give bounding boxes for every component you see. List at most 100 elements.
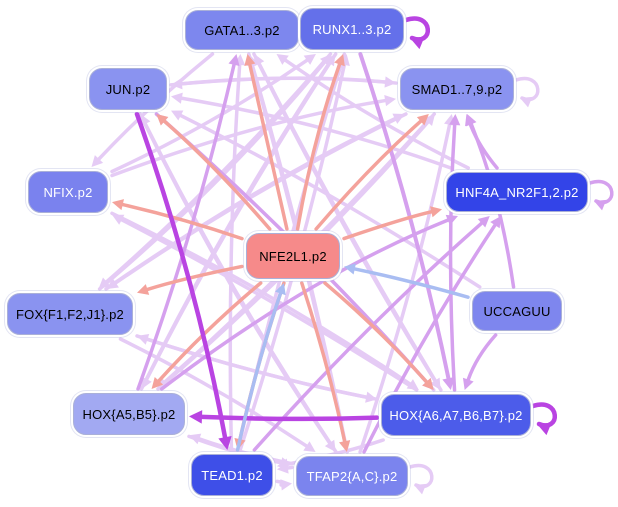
edge-nfe2l1-smad	[314, 119, 423, 231]
edge-hnf4a-jun	[180, 96, 453, 170]
edge-nfe2l1-tfap2	[300, 281, 347, 443]
node-fox[interactable]: FOX{F1,F2,J1}.p2	[7, 293, 133, 335]
node-tfap2[interactable]: TFAP2{A,C}.p2	[296, 456, 408, 496]
edge-tfap2-hnf4a	[362, 223, 497, 454]
edge-arrow-jun-tead1	[218, 435, 232, 450]
edge-arrow-nfe2l1-jun	[156, 114, 169, 126]
node-label-uccaguu: UCCAGUU	[483, 303, 551, 319]
edge-hnf4a-gata	[283, 58, 470, 170]
edge-arrow-nfe2l1-hox_a6	[422, 378, 434, 390]
edge-hox_a6-hox_a5b5	[199, 414, 380, 422]
node-label-hox_a5b5: HOX{A5,B5}.p2	[82, 406, 176, 422]
node-label-runx: RUNX1..3.p2	[312, 21, 392, 37]
edge-arrow-nfe2l1-hnf4a	[430, 206, 442, 218]
node-gata[interactable]: GATA1..3.p2	[185, 10, 299, 50]
self-loop-tfap2	[408, 463, 434, 489]
node-hnf4a[interactable]: HNF4A_NR2F1,2.p2	[446, 172, 588, 212]
self-loop-arrow-hox_a6	[537, 422, 552, 436]
edge-arrow-nfix-smad	[384, 95, 396, 107]
edge-arrow-hox_a5b5-tfap2	[280, 457, 292, 469]
node-label-gata: GATA1..3.p2	[204, 22, 280, 38]
edge-arrow-uccaguu-hox_a6	[462, 377, 474, 390]
edge-arrow-tead1-hnf4a	[477, 216, 490, 228]
edge-arrow-nfe2l1-fox	[137, 284, 150, 295]
edge-fox-smad	[104, 116, 397, 291]
edge-fox-runx	[97, 60, 327, 291]
edge-arrow-nfe2l1-tfap2	[339, 440, 351, 452]
edge-hox_a5b5-gata	[136, 62, 236, 391]
node-label-tfap2: TFAP2{A,C}.p2	[306, 468, 398, 484]
edge-nfix-hox_a6	[110, 211, 412, 386]
node-jun[interactable]: JUN.p2	[89, 68, 167, 110]
edge-arrow-uccaguu-smad	[466, 114, 477, 127]
self-loop-arrow-hnf4a	[594, 199, 607, 211]
edge-arrow-fox-hox_a6	[365, 391, 377, 403]
edge-uccaguu-nfe2l1	[353, 267, 470, 299]
node-tead1[interactable]: TEAD1.p2	[191, 454, 273, 496]
edge-uccaguu-hox_a6	[466, 333, 498, 382]
self-loop-runx	[403, 16, 430, 42]
edge-arrow-nfe2l1-runx	[334, 54, 345, 67]
edge-arrow-tead1-nfe2l1	[275, 283, 286, 296]
node-label-smad: SMAD1..7,9.p2	[411, 81, 503, 97]
edge-arrow-tfap2-hnf4a	[490, 216, 502, 229]
node-hox_a6[interactable]: HOX{A6,A7,B6,B7}.p2	[381, 394, 531, 436]
edge-hox_a5b5-runx	[139, 61, 331, 391]
edge-arrow-uccaguu-nfe2l1	[344, 263, 356, 275]
edge-nfe2l1-hox_a5b5	[157, 281, 263, 383]
self-loop-arrow-runx	[410, 36, 425, 50]
edge-tfap2-tead1	[286, 465, 294, 470]
self-loop-smad	[514, 76, 540, 102]
edge-nfe2l1-hox_a6	[323, 281, 429, 384]
self-loop-hox_a6	[530, 402, 557, 428]
node-label-nfe2l1: NFE2L1.p2	[259, 248, 327, 264]
edge-arrow-hox_a6-smad	[449, 114, 461, 126]
edge-arrow-hox_a5b5-smad	[423, 114, 436, 126]
edge-arrow-jun-tfap2	[324, 439, 336, 452]
edge-nfe2l1-hnf4a	[342, 210, 434, 241]
node-nfix[interactable]: NFIX.p2	[28, 171, 108, 213]
edge-hox_a6-gata	[257, 62, 443, 392]
edge-arrow-hox_a5b5-runx	[324, 54, 336, 67]
node-label-tead1: TEAD1.p2	[201, 467, 263, 483]
edge-nfe2l1-gata	[248, 62, 289, 231]
edge-arrow-nfix-runx	[303, 54, 316, 65]
node-nfe2l1[interactable]: NFE2L1.p2	[246, 233, 340, 279]
node-hox_a5b5[interactable]: HOX{A5,B5}.p2	[73, 393, 185, 435]
edge-arrow-tead1-tfap2	[280, 479, 292, 491]
edge-arrow-runx-hox_a6	[442, 376, 455, 390]
node-label-fox: FOX{F1,F2,J1}.p2	[16, 306, 124, 322]
node-uccaguu[interactable]: UCCAGUU	[472, 291, 562, 331]
edge-arrow-nfe2l1-nfix	[112, 199, 124, 211]
edge-arrow-hnf4a-jun	[171, 92, 183, 104]
node-label-jun: JUN.p2	[105, 81, 151, 97]
edge-nfe2l1-jun	[162, 119, 272, 231]
node-label-hnf4a: HNF4A_NR2F1,2.p2	[455, 184, 579, 200]
edge-arrow-nfix-hox_a6	[406, 379, 419, 390]
edge-arrow-fox-smad	[392, 113, 405, 124]
edge-arrow-gata-nfix	[91, 155, 104, 167]
edge-hox_a6-smad	[448, 123, 457, 392]
edge-nfix-smad	[110, 98, 387, 178]
edge-arrow-nfe2l1-smad	[416, 114, 429, 126]
edge-hox_a6-nfix	[120, 218, 419, 392]
edge-arrow-hox_a6-gata	[254, 54, 265, 67]
edge-arrow-hox_a5b5-gata	[228, 54, 240, 66]
self-loop-arrow-tfap2	[414, 483, 427, 495]
self-loop-arrow-smad	[520, 96, 533, 108]
edge-jun-tead1	[134, 111, 228, 440]
edge-arrow-nfe2l1-gata	[244, 54, 256, 66]
edge-arrow-hnf4a-gata	[276, 54, 289, 65]
edge-nfix-runx	[110, 58, 309, 174]
edge-hox_a5b5-tfap2	[187, 434, 283, 465]
node-label-hox_a6: HOX{A6,A7,B6,B7}.p2	[389, 407, 523, 423]
node-runx[interactable]: RUNX1..3.p2	[300, 8, 404, 50]
node-label-nfix: NFIX.p2	[43, 184, 93, 200]
edge-arrow-uccaguu-jun	[171, 110, 184, 121]
edge-arrow-hox_a6-hox_a5b5	[189, 410, 203, 424]
edge-hox_a5b5-hnf4a	[159, 218, 450, 391]
edge-nfe2l1-runx	[295, 62, 342, 231]
node-smad[interactable]: SMAD1..7,9.p2	[400, 68, 514, 110]
